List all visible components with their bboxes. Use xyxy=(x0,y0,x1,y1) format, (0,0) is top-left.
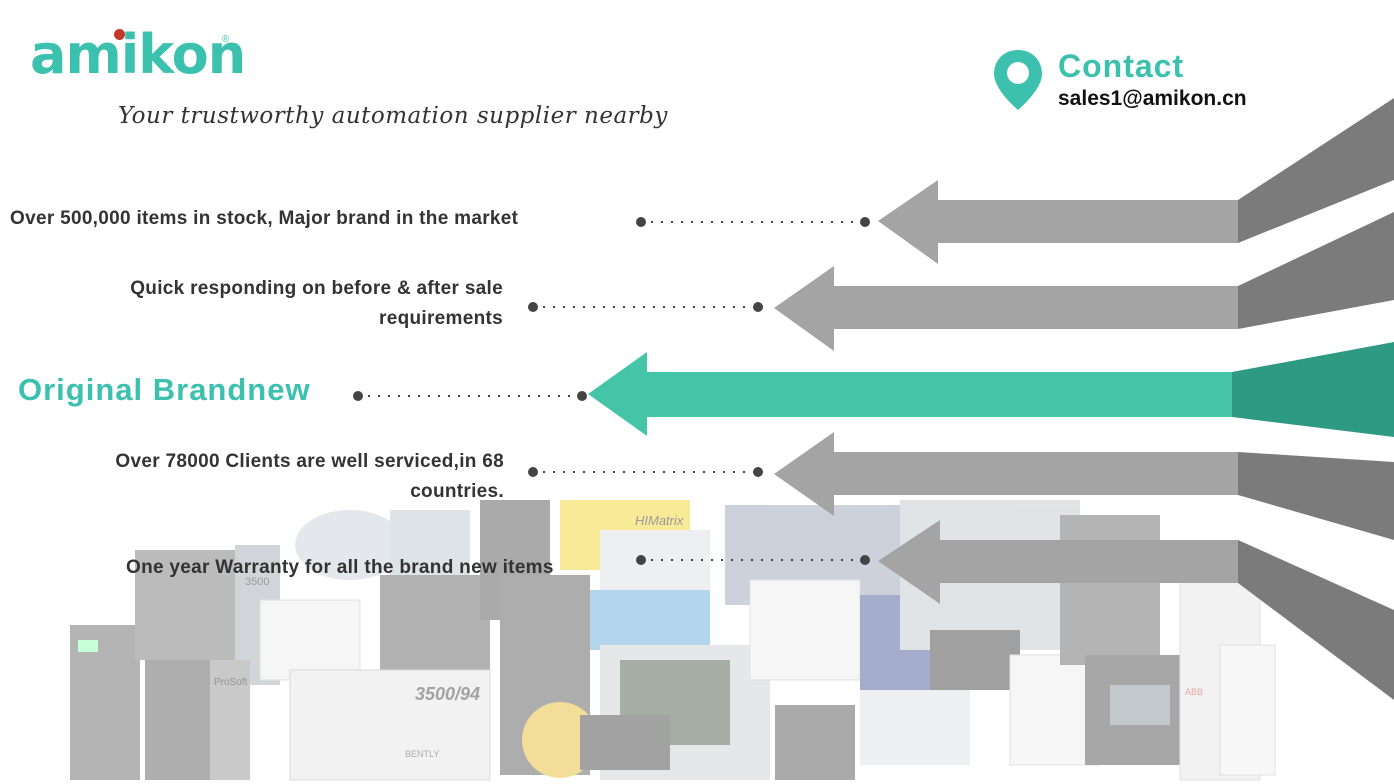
label-prosoft: ProSoft xyxy=(214,677,248,688)
feature-responding-line2: requirements xyxy=(379,308,503,329)
arrow-1 xyxy=(878,98,1394,264)
product-module xyxy=(1219,644,1276,776)
feature-warranty: One year Warranty for all the brand new … xyxy=(126,557,554,578)
feature-clients-line2: countries. xyxy=(410,481,504,502)
feature-clients-line1: Over 78000 Clients are well serviced,in … xyxy=(115,451,504,472)
leader-3 xyxy=(353,391,587,401)
registered-mark: ® xyxy=(222,34,230,45)
contact-email[interactable]: sales1@amikon.cn xyxy=(1058,87,1247,110)
label-abb: ABB xyxy=(1185,687,1203,697)
feature-stock: Over 500,000 items in stock, Major brand… xyxy=(10,208,519,229)
arrow-5 xyxy=(878,520,1394,700)
tagline: Your trustworthy automation supplier nea… xyxy=(118,103,668,129)
product-module xyxy=(259,599,361,681)
label-bently: BENTLY xyxy=(405,749,439,759)
feature-responding-line1: Quick responding on before & after sale xyxy=(130,278,503,299)
feature-responding: Quick responding on before & after sale … xyxy=(40,274,503,334)
leader-5 xyxy=(636,555,870,565)
brand-logo[interactable]: amikon xyxy=(30,23,246,86)
product-module xyxy=(522,702,598,778)
product-module xyxy=(295,510,405,580)
leader-4 xyxy=(528,467,763,477)
product-module xyxy=(580,715,670,770)
location-pin-icon xyxy=(994,50,1042,110)
product-module xyxy=(749,579,861,681)
product-module xyxy=(289,669,491,781)
label-himatrix: HIMatrix xyxy=(635,513,684,528)
feature-original-brandnew: Original Brandnew xyxy=(18,372,311,407)
product-module xyxy=(590,590,710,650)
arrow-2 xyxy=(774,212,1394,351)
product-module xyxy=(600,530,710,600)
product-module xyxy=(78,640,98,652)
leader-1 xyxy=(636,217,870,227)
label-3500: 3500 xyxy=(245,576,269,588)
arrow-3 xyxy=(588,342,1394,437)
label-3500-94: 3500/94 xyxy=(415,684,480,704)
product-module xyxy=(775,705,855,780)
product-module xyxy=(860,690,970,765)
logo-dot xyxy=(114,29,125,40)
arrow-4 xyxy=(774,432,1394,540)
contact-title: Contact xyxy=(1058,48,1185,84)
feature-clients: Over 78000 Clients are well serviced,in … xyxy=(20,447,504,507)
product-module xyxy=(1110,685,1170,725)
leader-2 xyxy=(528,302,763,312)
product-module xyxy=(210,660,250,780)
product-module xyxy=(930,630,1020,690)
